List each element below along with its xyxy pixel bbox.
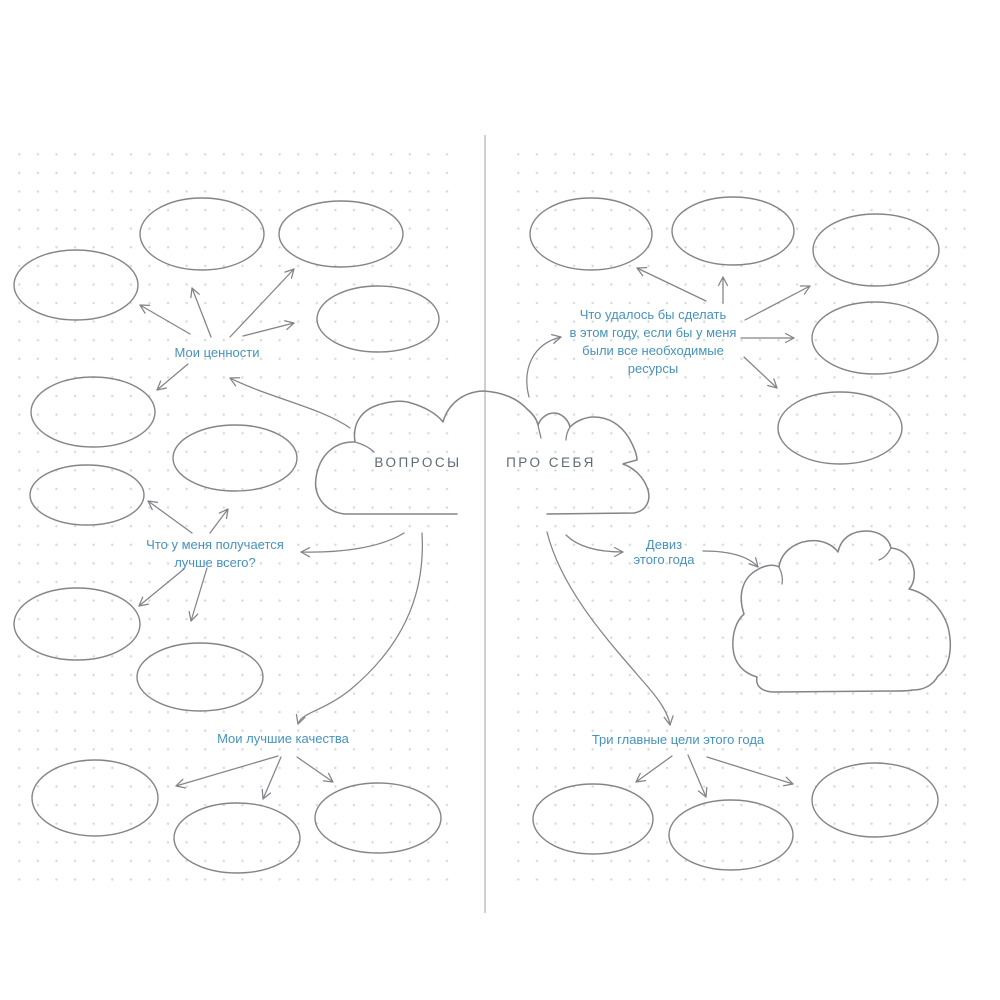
oval-values-top-1 [139,197,265,271]
arrow-cloud-to-qualities [295,532,423,725]
cloud-overlap-stroke [537,424,542,439]
arrow-qualities-3 [296,756,334,783]
arrow-values-3 [229,268,295,338]
cloud-overlap-stroke [878,547,892,561]
oval-bestat-top [172,424,298,492]
page-gutter-line [484,135,486,913]
arrow-resources-5 [743,356,778,389]
cloud-title-left: ВОПРОСЫ [374,455,462,470]
oval-goals-3 [811,762,939,838]
oval-goals-2 [668,799,794,871]
arrow-cloud-to-motto [565,534,624,558]
label-resources: Что удалось бы сделать в этом году, если… [569,307,737,376]
arrow-resources-3 [744,285,811,321]
arrow-cloud-to-bestat [300,532,405,558]
oval-bestat-left [29,464,145,526]
cloud-overlap-stroke [354,441,375,453]
arrow-bestat-2 [209,508,229,534]
arrow-qualities-1 [175,755,279,789]
label-qualities: Мои лучшие качества [217,731,349,746]
oval-qualities-1 [31,759,159,837]
arrow-motto-to-cloud [702,550,759,568]
oval-resources-3 [812,213,940,287]
arrow-bestat-4 [188,567,208,622]
motto-cloud [732,530,951,693]
arrow-cloud-to-resources [526,334,562,398]
label-best-at: Что у меня получается лучше всего? [146,537,284,570]
center-cloud [314,390,650,515]
arrow-values-4 [242,320,295,337]
oval-values-bottom [30,376,156,448]
arrow-bestat-3 [138,568,185,607]
oval-values-top-2 [278,200,404,268]
cloud-title-right: ПРО СЕБЯ [506,455,596,470]
oval-resources-2 [671,196,795,266]
oval-resources-4 [811,301,939,375]
oval-resources-5 [777,391,903,465]
arrow-bestat-1 [147,500,193,534]
cloud-overlap-stroke [565,426,571,441]
arrow-values-1 [139,304,191,335]
arrow-values-2 [190,287,212,338]
arrow-goals-1 [635,755,673,783]
oval-values-left [13,249,139,321]
arrow-goals-3 [706,756,794,787]
arrow-qualities-2 [261,756,282,800]
arrow-cloud-to-goals [546,531,674,726]
arrow-resources-1 [636,266,707,302]
arrow-values-5 [156,363,189,391]
oval-resources-1 [529,197,653,271]
label-goals: Три главные цели этого года [591,732,765,747]
oval-values-right [316,285,440,353]
oval-qualities-2 [173,802,301,874]
label-motto: Девиз этого года [633,537,695,567]
arrow-goals-2 [687,754,708,798]
oval-bestat-bottom [136,642,264,712]
cloud-overlap-stroke [778,566,783,585]
oval-bestat-bottom-left [13,587,141,661]
oval-qualities-3 [314,782,442,854]
label-values: Мои ценности [174,345,260,360]
arrow-cloud-to-values [229,377,351,429]
oval-goals-1 [532,783,654,855]
